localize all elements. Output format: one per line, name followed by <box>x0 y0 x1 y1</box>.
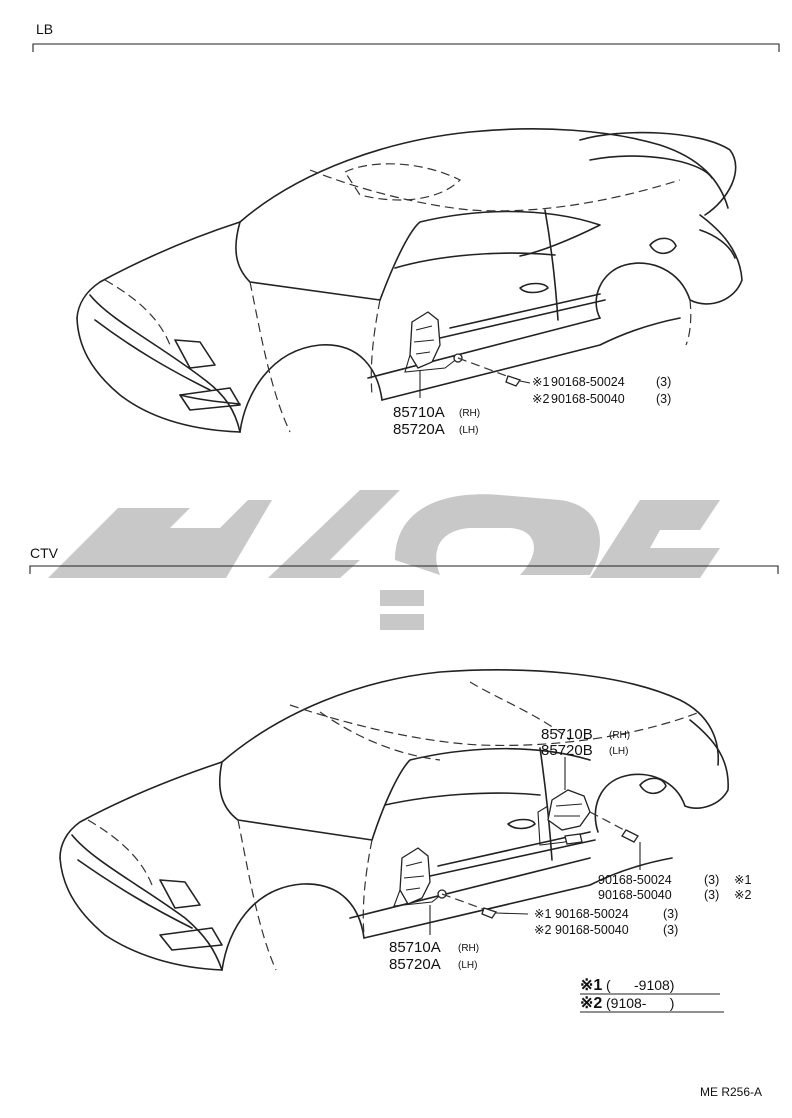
legend-note1-mark: ※1 <box>580 977 602 994</box>
ctv-car-outline <box>59 669 729 971</box>
lb-regulator-lh-side: (LH) <box>459 425 478 436</box>
lb-bolt2-part: 90168-50040 <box>551 392 625 406</box>
ctv-rear-bolt2-part: 90168-50040 <box>598 888 672 902</box>
ctv-front-window-regulator <box>393 847 529 935</box>
lb-bolt1-qty: (3) <box>656 375 671 389</box>
ctv-front-bolt-icon <box>481 907 498 919</box>
figure-code: ME R256-A <box>700 1085 762 1099</box>
legend-note2-mark: ※2 <box>580 995 602 1012</box>
lb-regulator-rh-number: 85710A <box>393 404 445 421</box>
lb-regulator-rh-side: (RH) <box>459 408 480 419</box>
ctv-front-bolt2-part: 90168-50040 <box>555 923 629 937</box>
lb-labels: 85710A (RH) 85720A (LH) ※1 90168-50024 (… <box>393 375 671 438</box>
ctv-front-bolt2-mark: ※2 <box>534 923 551 937</box>
watermark-logo <box>48 490 720 630</box>
lb-car-outline <box>76 128 743 433</box>
legend-note2-range: (9108- ) <box>606 995 674 1011</box>
ctv-front-bolt2-qty: (3) <box>663 923 678 937</box>
ctv-labels: 85710B (RH) 85720B (LH) 90168-50024 (3) … <box>389 726 751 973</box>
ctv-rear-rh-side: (RH) <box>609 730 630 741</box>
ctv-rear-rh-number: 85710B <box>541 726 593 743</box>
lb-section-bracket <box>32 43 780 52</box>
ctv-rear-bolt2-qty: (3) <box>704 888 719 902</box>
ctv-section-bracket <box>29 565 779 574</box>
lb-bolt1-part: 90168-50024 <box>551 375 625 389</box>
ctv-section-title: CTV <box>30 545 59 561</box>
ctv-rear-bolt-icon <box>621 829 639 843</box>
ctv-front-lh-number: 85720A <box>389 956 441 973</box>
lb-window-regulator <box>404 311 531 398</box>
legend: ※1 ( -9108) ※2 (9108- ) <box>580 977 724 1013</box>
ctv-front-bolt1-part: 90168-50024 <box>555 907 629 921</box>
ctv-rear-window-regulator <box>537 757 641 870</box>
ctv-rear-bolt1-mark: ※1 <box>734 873 751 887</box>
lb-bolt-icon <box>505 375 522 387</box>
lb-regulator-lh-number: 85720A <box>393 421 445 438</box>
lb-section-header: LB <box>32 21 780 52</box>
ctv-front-rh-side: (RH) <box>458 943 479 954</box>
ctv-rear-lh-number: 85720B <box>541 742 593 759</box>
ctv-front-lh-side: (LH) <box>458 960 477 971</box>
ctv-front-bolt1-mark: ※1 <box>534 907 551 921</box>
ctv-section-header: CTV <box>29 545 779 574</box>
ctv-rear-bolt2-mark: ※2 <box>734 888 751 902</box>
ctv-front-bolt1-qty: (3) <box>663 907 678 921</box>
lb-section-title: LB <box>36 21 53 37</box>
lb-bolt1-mark: ※1 <box>532 375 549 389</box>
ctv-rear-lh-side: (LH) <box>609 746 628 757</box>
lb-bolt2-mark: ※2 <box>532 392 549 406</box>
lb-bolt2-qty: (3) <box>656 392 671 406</box>
legend-note1-range: ( -9108) <box>606 977 674 993</box>
ctv-front-rh-number: 85710A <box>389 939 441 956</box>
ctv-rear-bolt1-part: 90168-50024 <box>598 873 672 887</box>
ctv-rear-bolt1-qty: (3) <box>704 873 719 887</box>
